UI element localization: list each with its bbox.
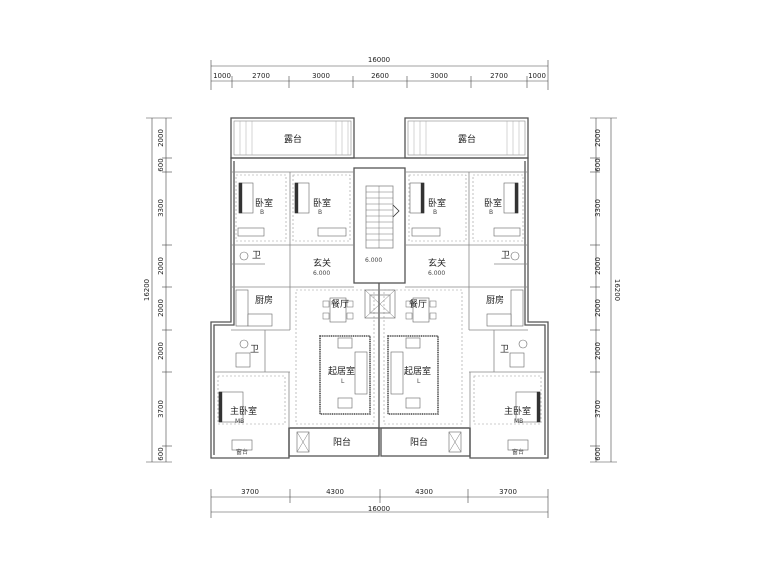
bottom-dim-3: 4300 [415,488,433,496]
building-outline [210,117,549,459]
stair-arrow-icon [392,204,400,218]
furniture [218,182,541,453]
right-dim-7: 3700 [594,400,602,418]
bath-label-top-left: 卫 [252,251,261,261]
bottom-dimension-chain: 3700 4300 4300 3700 16000 [210,488,549,518]
elevator-shaft [364,289,396,319]
bedroom-label-4: 卧室 [484,197,502,209]
bath-label-top-right: 卫 [501,251,510,261]
left-dim-7: 3700 [157,400,165,418]
right-dim-1: 2000 [594,129,602,147]
kitchen-label-right: 厨房 [486,294,504,306]
bedroom-label-2: 卧室 [313,197,331,209]
living-tag-right: L [417,378,421,385]
living-tag-left: L [341,378,345,385]
left-dim-8: 600 [157,447,165,460]
balcony-label-right: 阳台 [410,436,428,448]
window-label-left: 窗台 [236,448,248,456]
terrace-label-right: 露台 [458,133,476,145]
bedroom-tag-3: B [433,209,437,216]
bottom-dim-1: 3700 [241,488,259,496]
left-dim-4: 2000 [157,257,165,275]
top-dim-5: 3000 [430,72,448,80]
bath-label-bottom-right: 卫 [500,345,509,355]
foyer-elevation-left: 6.000 [313,270,330,277]
bedroom-label-1: 卧室 [255,197,273,209]
bedroom-tag-4: B [489,209,493,216]
master-tag-right: MB [514,418,523,425]
right-dim-5: 2000 [594,299,602,317]
bottom-total-dimension: 16000 [368,505,390,513]
top-total-dimension: 16000 [368,56,390,64]
top-dim-3: 3000 [312,72,330,80]
foyer-label-left: 玄关 [313,257,331,269]
bedroom-tag-2: B [318,209,322,216]
balcony-label-left: 阳台 [333,436,351,448]
right-dimension-chain: 2000 600 3300 2000 2000 2000 3700 600 16… [590,117,621,463]
top-dim-4: 2600 [371,72,389,80]
left-dim-5: 2000 [157,299,165,317]
foyer-label-right: 玄关 [428,257,446,269]
living-label-right: 起居室 [404,365,431,377]
living-label-left: 起居室 [328,365,355,377]
top-dim-2: 2700 [252,72,270,80]
bottom-dim-4: 3700 [499,488,517,496]
right-dim-4: 2000 [594,257,602,275]
right-dim-8: 600 [594,447,602,460]
top-dim-1: 1000 [213,72,231,80]
stair-core: 6.000 [364,185,400,319]
bottom-dim-2: 4300 [326,488,344,496]
stair-landing-elevation: 6.000 [365,257,382,264]
left-dim-2: 600 [157,158,165,171]
top-dim-6: 2700 [490,72,508,80]
bedroom-label-3: 卧室 [428,197,446,209]
bath-label-bottom-left: 卫 [250,345,259,355]
master-bedroom-label-left: 主卧室 [230,405,257,417]
left-dimension-chain: 16200 2000 600 3300 2000 2000 2000 3700 … [143,117,172,463]
dining-label-left: 餐厅 [331,298,349,310]
left-total-dimension: 16200 [143,279,151,301]
bedroom-tag-1: B [260,209,264,216]
master-bedroom-label-right: 主卧室 [504,405,531,417]
window-label-right: 窗台 [512,448,524,456]
right-total-dimension: 16200 [613,279,621,301]
left-dim-1: 2000 [157,129,165,147]
top-dimension-chain: 16000 1000 2700 3000 2600 3000 2700 1000 [210,56,549,90]
dining-label-right: 餐厅 [409,298,427,310]
left-dim-6: 2000 [157,342,165,360]
master-tag-left: MB [235,418,244,425]
right-dim-6: 2000 [594,342,602,360]
terrace-label-left: 露台 [284,133,302,145]
internal-walls [214,171,545,428]
top-dim-7: 1000 [528,72,546,80]
foyer-elevation-right: 6.000 [428,270,445,277]
room-labels: 露台 露台 卧室 B 卧室 B 卧室 B 卧室 B 卫 卫 玄关 6.000 玄… [230,133,531,456]
right-dim-3: 3300 [594,199,602,217]
left-dim-3: 3300 [157,199,165,217]
kitchen-label-left: 厨房 [255,294,273,306]
right-dim-2: 600 [594,158,602,171]
